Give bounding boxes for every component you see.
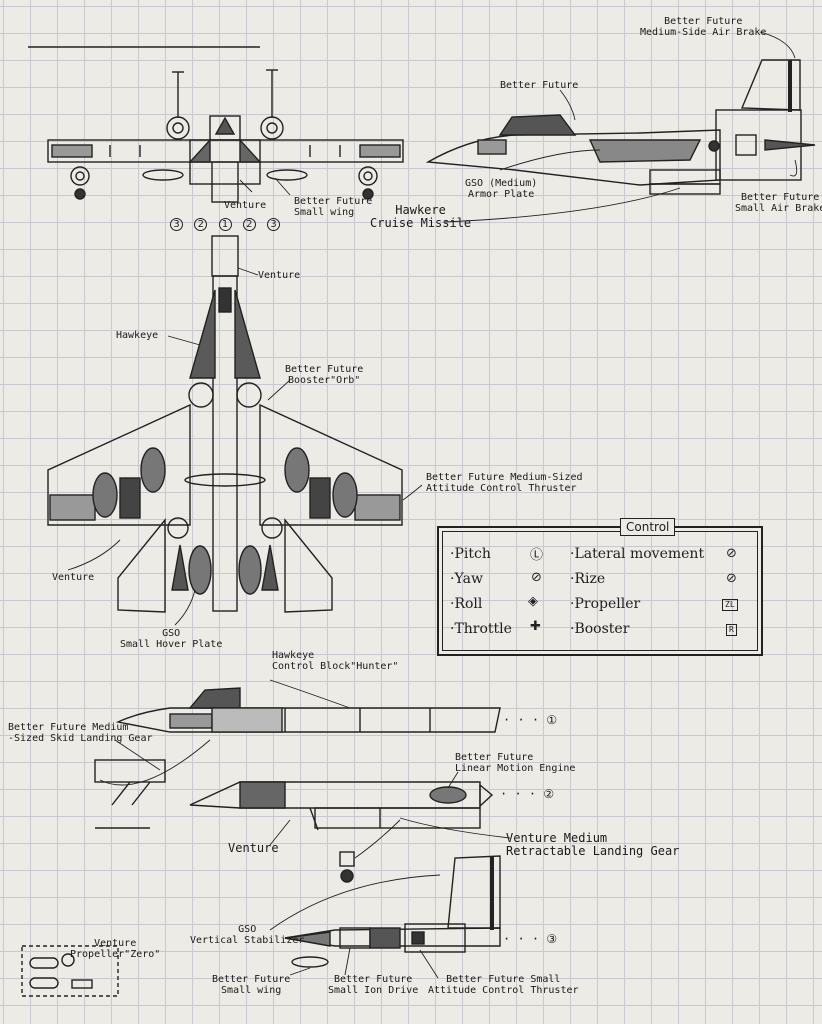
control-roll: ·Roll	[450, 596, 483, 612]
part-ref-three: · · · ③	[503, 932, 558, 946]
label-cruise-missile: Hawkere Cruise Missile	[370, 203, 472, 230]
label-better-future-top: Better Future	[500, 80, 579, 91]
none-icon: ⊘	[726, 546, 737, 561]
label-venture-mid: Venture	[258, 270, 301, 281]
label-air-brake-medium: Better Future Medium-Side Air Brake	[640, 16, 767, 38]
label-venture-top: Venture	[224, 200, 267, 211]
label-gso-hover: GSO Small Hover Plate	[120, 628, 223, 650]
control-rize: ·Rize	[570, 571, 606, 587]
label-linear-engine: Better Future Linear Motion Engine	[455, 752, 576, 774]
control-panel	[437, 526, 763, 656]
control-title: Control	[620, 518, 676, 536]
none-icon: ⊘	[726, 571, 737, 586]
control-booster: ·Booster	[570, 621, 630, 637]
control-lateral: ·Lateral movement	[570, 546, 705, 562]
front-view	[47, 69, 404, 203]
label-venture-low: Venture	[228, 841, 279, 855]
none-icon: ⊘	[531, 570, 542, 585]
label-retractable-gear: Venture Medium Retractable Landing Gear	[506, 831, 680, 858]
part-ref-two: · · · ②	[500, 787, 555, 801]
label-ion-drive: Better Future Small Ion Drive	[328, 974, 419, 996]
label-skid-gear: Better Future Medium -Sized Skid Landing…	[8, 722, 153, 744]
side-view	[425, 59, 816, 195]
control-throttle: ·Throttle	[450, 621, 512, 637]
label-gso-armor: GSO (Medium) Armor Plate	[465, 178, 538, 200]
part-number: 1	[218, 218, 232, 231]
part-number: 3	[170, 218, 183, 231]
part-number: 2	[242, 218, 256, 231]
left-stick-horizontal-icon: ◈	[528, 594, 538, 609]
zl-key-icon: ZL	[722, 599, 738, 611]
label-hawkeye-mid: Hawkeye	[116, 330, 159, 341]
r-key-icon: R	[726, 624, 737, 636]
part-two-drawing	[189, 781, 494, 883]
label-attitude-small: Better Future Small Attitude Control Thr…	[428, 974, 579, 996]
part-three-drawing	[284, 855, 501, 968]
propeller-box	[21, 945, 119, 997]
part-ref-one: · · · ①	[503, 713, 558, 727]
label-small-wing-low: Better Future Small wing	[212, 974, 291, 996]
label-venture-left: Venture	[52, 572, 95, 583]
label-vertical-stabilizer: GSO Vertical Stabilizer	[190, 924, 305, 946]
top-view	[47, 235, 403, 613]
control-pitch: ·Pitch	[450, 546, 491, 562]
left-stick-vertical-icon: Ⓛ	[530, 548, 544, 563]
leader-lines	[67, 31, 798, 979]
label-attitude-medium: Better Future Medium-Sized Attitude Cont…	[426, 472, 583, 494]
label-propeller-zero: Venture Propeller"Zero"	[70, 938, 161, 960]
part-number: 2	[194, 218, 208, 231]
part-number-row: 3 2 1 2 3	[170, 218, 280, 231]
label-control-block: Hawkeye Control Block"Hunter"	[272, 650, 399, 672]
label-booster-orb: Better Future Booster"Orb"	[285, 364, 364, 386]
label-small-wing-top: Better Future Small wing	[294, 196, 373, 218]
control-propeller: ·Propeller	[570, 596, 641, 612]
part-number: 3	[267, 218, 280, 231]
dpad-icon: ✚	[530, 619, 541, 634]
control-yaw: ·Yaw	[450, 571, 483, 587]
part-one-drawing	[94, 687, 501, 829]
label-small-air-brake: Better Future Small Air Brake	[735, 192, 822, 214]
